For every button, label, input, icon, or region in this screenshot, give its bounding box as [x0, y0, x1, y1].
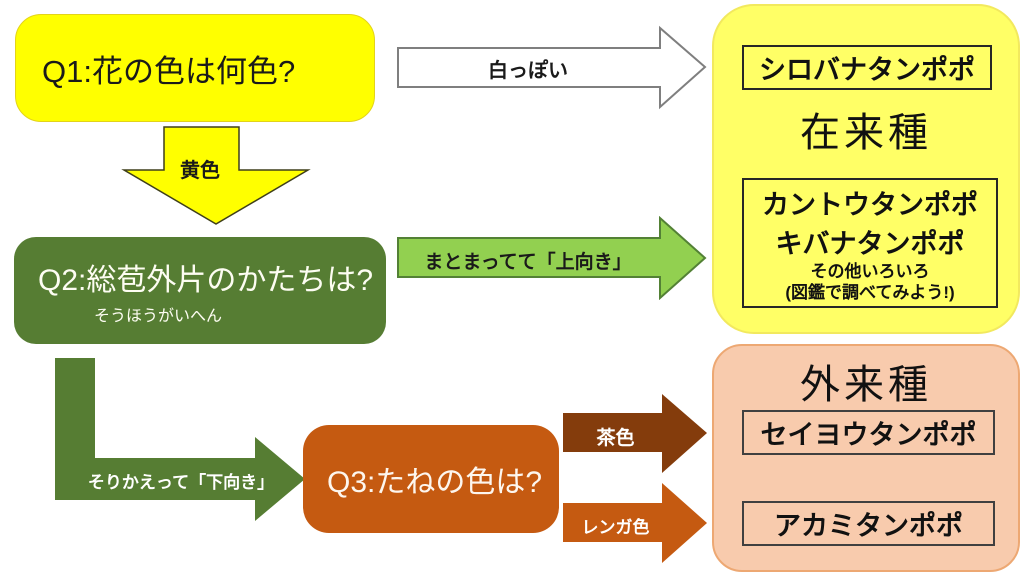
elbow-down-right-arrow-icon	[55, 358, 305, 521]
foreign-species-box: 外来種 セイヨウタンポポ アカミタンポポ	[712, 344, 1020, 572]
species-frame-seiyou: セイヨウタンポポ	[742, 410, 995, 455]
native-species-box: シロバナタンポポ 在来種 カントウタンポポ キバナタンポポ その他いろいろ (図…	[712, 4, 1020, 334]
species-frame-kanto-kibana: カントウタンポポ キバナタンポポ その他いろいろ (図鑑で調べてみよう!)	[742, 178, 998, 308]
green-right-arrow-icon	[397, 216, 707, 300]
brown-right-arrow-icon	[563, 394, 707, 473]
yellow-arrow-label: 黄色	[180, 160, 220, 182]
seiyou-label: セイヨウタンポポ	[760, 420, 977, 450]
q2-bract-shape-box: Q2:総苞外片のかたちは? そうほうがいへん	[14, 237, 386, 344]
white-right-arrow-icon	[397, 25, 707, 110]
species-frame-akami: アカミタンポポ	[742, 501, 995, 546]
q1-label: Q1:花の色は何色?	[42, 53, 296, 89]
yellow-down-arrow-icon	[121, 126, 311, 225]
q2-label: Q2:総苞外片のかたちは?	[38, 264, 374, 297]
kanto-label: カントウタンポポ	[762, 189, 978, 220]
kibana-label: キバナタンポポ	[775, 228, 965, 259]
elbow-arrow-label: そりかえって「下向き」	[87, 473, 275, 492]
native-title: 在来種	[800, 111, 932, 155]
q3-label: Q3:たねの色は?	[327, 466, 543, 499]
shirobana-label: シロバナタンポポ	[759, 55, 975, 85]
brick-right-arrow-icon	[563, 483, 707, 563]
others-note: その他いろいろ	[810, 261, 930, 281]
fieldguide-note: (図鑑で調べてみよう!)	[785, 283, 955, 302]
foreign-title: 外来種	[800, 363, 932, 407]
akami-label: アカミタンポポ	[774, 511, 963, 541]
green-arrow-label: まとまってて「上向き」	[424, 252, 632, 273]
species-frame-shirobana: シロバナタンポポ	[742, 45, 992, 90]
q3-seed-color-box: Q3:たねの色は?	[303, 425, 559, 533]
q2-furigana: そうほうがいへん	[94, 308, 223, 325]
brick-arrow-label: レンガ色	[581, 518, 650, 537]
q1-flower-color-box: Q1:花の色は何色?	[15, 14, 375, 122]
white-arrow-label: 白っぽい	[488, 60, 568, 82]
brown-arrow-label: 茶色	[596, 428, 635, 449]
